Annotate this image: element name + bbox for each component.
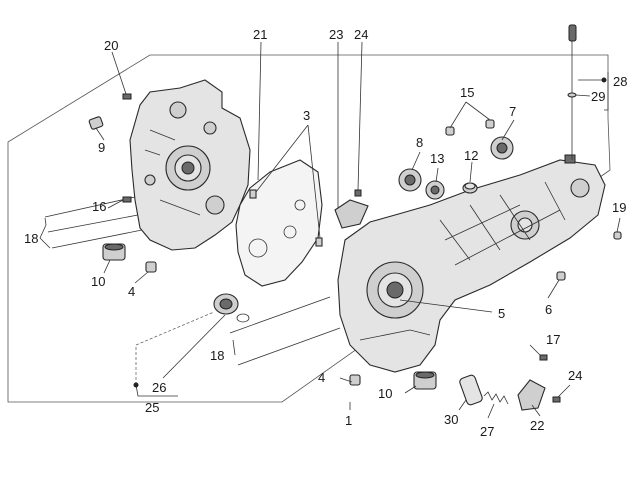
- bearing-13: [425, 180, 445, 200]
- stud-18e: [237, 327, 341, 366]
- breather-plate: [334, 189, 369, 229]
- callout-7: 7: [509, 104, 516, 119]
- callout-22: 22: [530, 418, 544, 433]
- callout-20: 20: [104, 38, 118, 53]
- screw-24b: [552, 396, 561, 403]
- callout-15: 15: [460, 85, 474, 100]
- right-crankcase-half: [337, 154, 606, 373]
- bearing-7: [490, 136, 514, 160]
- oil-filter-26: [213, 293, 239, 315]
- dowel-pin-3b: [315, 237, 323, 247]
- callout-5: 5: [498, 306, 505, 321]
- dowel-19: [613, 231, 622, 240]
- callout-labels: 20 21 23 24 3 9 16 18 10 4 15 7 8 13 12 …: [24, 27, 627, 439]
- callout-8: 8: [416, 135, 423, 150]
- screw-20: [122, 93, 132, 100]
- callout-4-bottom: 4: [318, 370, 325, 385]
- callout-24-top: 24: [354, 27, 368, 42]
- callout-30: 30: [444, 412, 458, 427]
- dowel-6: [556, 271, 566, 281]
- silent-block-10b: [413, 371, 437, 390]
- bushing-4a: [145, 261, 157, 273]
- callout-26: 26: [152, 380, 166, 395]
- callout-3: 3: [303, 108, 310, 123]
- dowel-15b: [485, 119, 495, 129]
- callout-19: 19: [612, 200, 626, 215]
- callout-25: 25: [145, 400, 159, 415]
- callout-1: 1: [345, 413, 352, 428]
- callout-28: 28: [613, 74, 627, 89]
- dowel-9: [88, 116, 104, 130]
- bearing-8: [398, 168, 422, 192]
- callout-12: 12: [464, 148, 478, 163]
- callout-10-left: 10: [91, 274, 105, 289]
- screw-17: [539, 354, 548, 361]
- callout-27: 27: [480, 424, 494, 439]
- callout-18-left: 18: [24, 231, 38, 246]
- callout-6: 6: [545, 302, 552, 317]
- screw-16: [122, 196, 132, 203]
- callout-23: 23: [329, 27, 343, 42]
- callout-13: 13: [430, 151, 444, 166]
- bushing-4b: [349, 374, 361, 386]
- spring-27: [483, 391, 509, 405]
- callout-29: 29: [591, 89, 605, 104]
- callout-dot-26: [133, 382, 139, 388]
- callout-9: 9: [98, 140, 105, 155]
- stud-18d: [229, 296, 331, 334]
- leader-lines: [39, 41, 621, 419]
- callout-21: 21: [253, 27, 267, 42]
- dipstick: [567, 24, 577, 160]
- pin-30: [459, 374, 483, 406]
- callout-4-left: 4: [128, 284, 135, 299]
- callout-10-bottom: 10: [378, 386, 392, 401]
- silent-block-10a: [102, 243, 126, 261]
- callout-24-bottom: 24: [568, 368, 582, 383]
- bushing-12: [462, 182, 478, 194]
- stud-18c: [51, 229, 143, 249]
- o-ring: [236, 313, 250, 323]
- dowel-pin-3a: [249, 189, 257, 199]
- callout-16: 16: [92, 199, 106, 214]
- bracket-22: [517, 379, 546, 411]
- callout-17: 17: [546, 332, 560, 347]
- dowel-15a: [445, 126, 455, 136]
- callout-18-center: 18: [210, 348, 224, 363]
- stud-18b: [47, 214, 139, 233]
- gasket: [235, 159, 323, 287]
- left-crankcase-half: [129, 79, 251, 251]
- callout-dot-28: [601, 77, 607, 83]
- stud-18a: [44, 196, 136, 218]
